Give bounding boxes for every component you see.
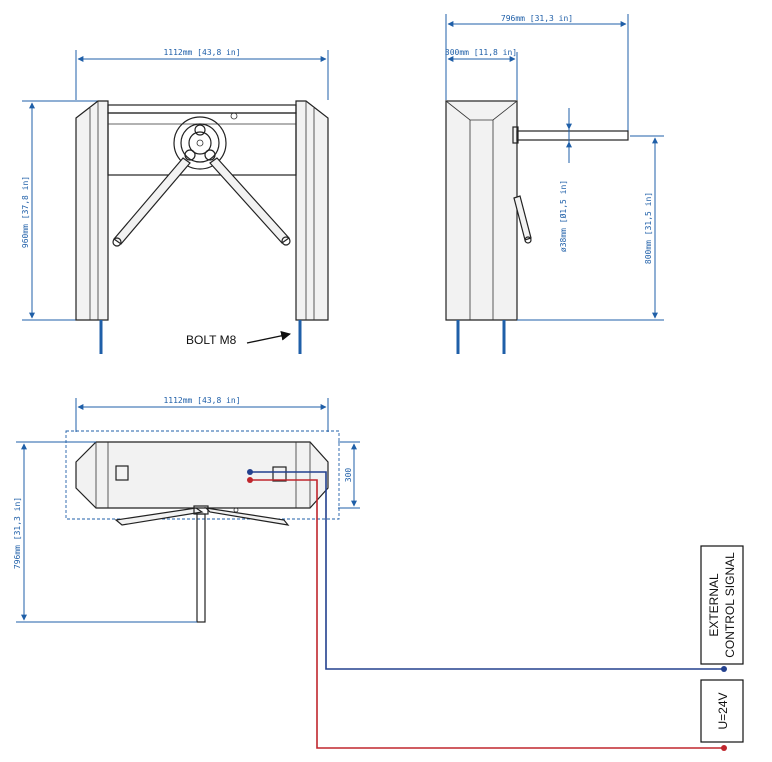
front-width-label: 1112mm [43,8 in] <box>163 48 240 57</box>
front-right-cabinet <box>295 100 329 321</box>
front-tripod-arms <box>112 157 291 247</box>
signal-wire-terminal <box>247 469 253 475</box>
wiring <box>247 469 727 751</box>
top-depth-label: 796mm [31,3 in] <box>13 497 22 569</box>
voltage-label: U=24V <box>716 692 730 729</box>
bolt-note-arrow <box>246 331 291 344</box>
top-width-label: 1112mm [43,8 in] <box>163 396 240 405</box>
side-arm-height-label: 800mm [31,5 in] <box>644 192 653 264</box>
top-footprint-dashed <box>65 430 340 520</box>
top-terminal-block <box>272 466 287 482</box>
front-top-rail <box>107 104 297 114</box>
power-wire-end <box>721 745 727 751</box>
voltage-box: U=24V <box>700 679 744 743</box>
power-wire-terminal <box>247 477 253 483</box>
top-housing <box>75 441 329 509</box>
side-view: 796mm [31,3 in] 300mm [11,8 in] ø38mm [Ø… <box>444 14 664 354</box>
side-horizontal-arm <box>512 126 629 144</box>
top-cabinet-label: 300 <box>344 468 353 483</box>
front-left-cabinet <box>75 100 109 321</box>
side-angled-arm <box>513 195 532 241</box>
top-panel-square <box>115 465 129 481</box>
bolt-note: BOLT M8 <box>186 333 237 347</box>
power-wire <box>250 479 724 749</box>
top-view: 1112mm [43,8 in] 300 796mm [31,3 in] <box>13 396 360 623</box>
external-control-box: EXTERNAL CONTROL SIGNAL <box>700 545 744 665</box>
side-cabinet <box>445 100 518 321</box>
front-height-label: 960mm [37,8 in] <box>21 176 30 248</box>
signal-wire <box>250 471 724 670</box>
side-cabinet-label: 300mm [11,8 in] <box>445 48 517 57</box>
external-control-line1: EXTERNAL <box>707 573 721 637</box>
side-depth-label: 796mm [31,3 in] <box>501 14 573 23</box>
front-housing <box>107 112 297 176</box>
top-arms <box>114 505 290 623</box>
external-control-line2: CONTROL SIGNAL <box>723 552 737 658</box>
side-diameter-label: ø38mm [Ø1,5 in] <box>558 180 568 252</box>
signal-wire-end <box>721 666 727 672</box>
front-rotor-head <box>173 116 227 170</box>
front-view: 1112mm [43,8 in] 960mm [37,8 in] <box>21 48 329 354</box>
